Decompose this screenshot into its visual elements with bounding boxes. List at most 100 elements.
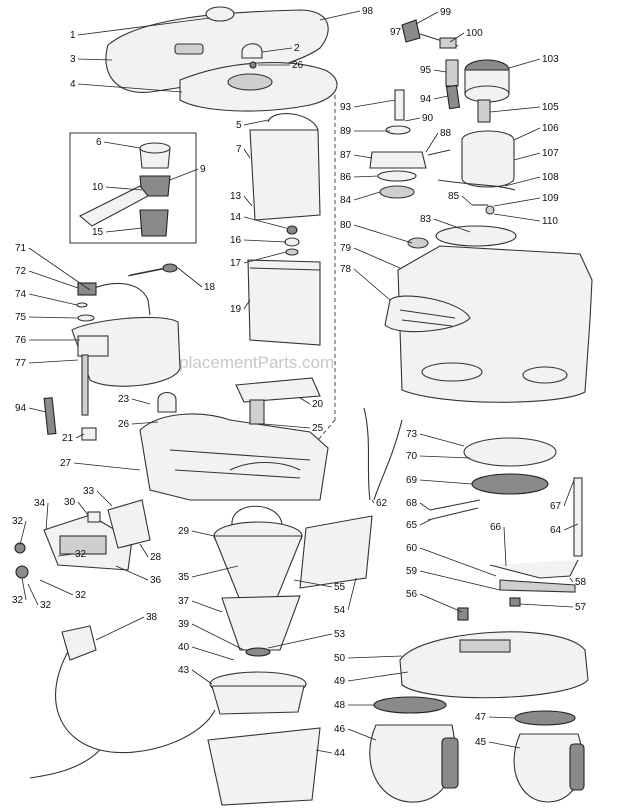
leader-line-57 — [519, 603, 574, 608]
callout-label-87: 87 — [340, 150, 352, 161]
callout-label-44: 44 — [334, 748, 346, 759]
knob-part — [241, 43, 263, 69]
leader-line-67 — [563, 479, 575, 507]
tube-part — [445, 59, 461, 110]
leader-line-87 — [353, 154, 373, 159]
thermostat-part — [457, 597, 521, 621]
leader-line-106 — [513, 127, 541, 141]
leader-line-21 — [75, 433, 85, 439]
callout-label-32d: 32 — [12, 595, 24, 606]
leader-line-38 — [95, 616, 145, 641]
callout-label-45: 45 — [475, 737, 487, 748]
leader-line-88 — [425, 132, 439, 153]
leader-line-9 — [169, 168, 199, 181]
leader-line-83 — [433, 218, 471, 233]
boiler-part — [461, 130, 515, 188]
callout-label-84: 84 — [340, 195, 352, 206]
callout-label-56: 56 — [406, 589, 418, 600]
leader-line-107 — [513, 152, 541, 161]
leader-line-30 — [77, 501, 89, 516]
callout-label-93: 93 — [340, 102, 352, 113]
callout-label-32b: 32 — [75, 549, 87, 560]
leader-line-100 — [449, 32, 465, 43]
callout-label-110: 110 — [542, 216, 558, 227]
base-plate-part — [399, 631, 589, 699]
leader-line-78 — [353, 268, 391, 301]
leader-line-44 — [315, 749, 333, 754]
callout-label-78: 78 — [340, 264, 352, 275]
leader-line-26b — [131, 421, 159, 425]
callout-label-27: 27 — [60, 458, 72, 469]
leader-line-10 — [105, 186, 143, 191]
callout-label-29: 29 — [178, 526, 190, 537]
callout-label-32a: 32 — [12, 516, 24, 527]
callout-label-10: 10 — [92, 182, 104, 193]
callout-label-67: 67 — [550, 501, 562, 512]
leader-line-64 — [563, 523, 579, 531]
callout-label-53: 53 — [334, 629, 346, 640]
watermark-text: eReplacementParts.com — [148, 353, 334, 372]
callout-label-15: 15 — [92, 227, 104, 238]
wires-part — [437, 179, 516, 215]
steam-valve-part — [76, 282, 151, 322]
callout-label-57: 57 — [575, 602, 587, 613]
callout-label-60: 60 — [406, 543, 418, 554]
callout-label-99: 99 — [440, 7, 452, 18]
leader-line-85 — [461, 195, 473, 206]
callout-label-89: 89 — [340, 126, 352, 137]
lid-base-part — [179, 62, 338, 112]
carafe-small-part — [513, 733, 585, 803]
leader-line-108 — [504, 176, 541, 187]
leader-line-90 — [404, 117, 421, 122]
leader-line-6 — [103, 141, 141, 149]
callout-label-26a: 26 — [292, 60, 304, 71]
leader-line-77 — [28, 359, 79, 364]
callout-label-25: 25 — [312, 423, 324, 434]
control-panel-part — [14, 499, 151, 579]
callout-label-14: 14 — [230, 212, 242, 223]
leader-line-80 — [353, 224, 413, 244]
leader-line-70 — [419, 455, 471, 459]
leader-line-54 — [347, 577, 357, 611]
leader-line-46 — [347, 728, 377, 741]
callout-label-46: 46 — [334, 724, 346, 735]
leader-line-23 — [131, 398, 151, 405]
leader-line-32a — [19, 520, 27, 546]
callout-label-37: 37 — [178, 596, 190, 607]
leader-line-84 — [353, 191, 381, 201]
leader-line-94b — [28, 407, 47, 413]
leader-line-66 — [503, 526, 507, 567]
leader-line-69 — [419, 479, 473, 485]
leader-line-39 — [191, 623, 245, 651]
callout-label-20: 20 — [312, 399, 324, 410]
callout-label-54: 54 — [334, 605, 346, 616]
leader-line-28 — [139, 543, 149, 558]
leader-line-93 — [353, 99, 396, 108]
filter-basket-part — [213, 505, 303, 657]
leader-line-5 — [243, 119, 269, 126]
callout-label-75: 75 — [15, 312, 27, 323]
leader-line-37 — [191, 600, 223, 613]
leader-line-43 — [191, 669, 213, 685]
leader-line-49 — [347, 671, 409, 682]
leader-line-50 — [347, 655, 403, 659]
callout-label-105: 105 — [542, 102, 559, 113]
callout-label-59: 59 — [406, 566, 418, 577]
assembly-dashed-line — [317, 419, 336, 441]
leader-line-18 — [177, 267, 203, 288]
callout-label-108: 108 — [542, 172, 559, 183]
callout-label-47: 47 — [475, 712, 487, 723]
carafe-lid-48-part — [373, 696, 447, 714]
callout-label-69: 69 — [406, 475, 418, 486]
callout-label-1: 1 — [70, 30, 76, 41]
callout-label-39: 39 — [178, 619, 190, 630]
warming-plate-part — [427, 437, 583, 593]
callout-label-18: 18 — [204, 282, 216, 293]
leader-line-71 — [28, 247, 91, 291]
leader-line-74 — [28, 293, 78, 306]
callout-label-21: 21 — [62, 433, 74, 444]
leader-line-45 — [488, 741, 521, 749]
callout-label-13: 13 — [230, 191, 242, 202]
